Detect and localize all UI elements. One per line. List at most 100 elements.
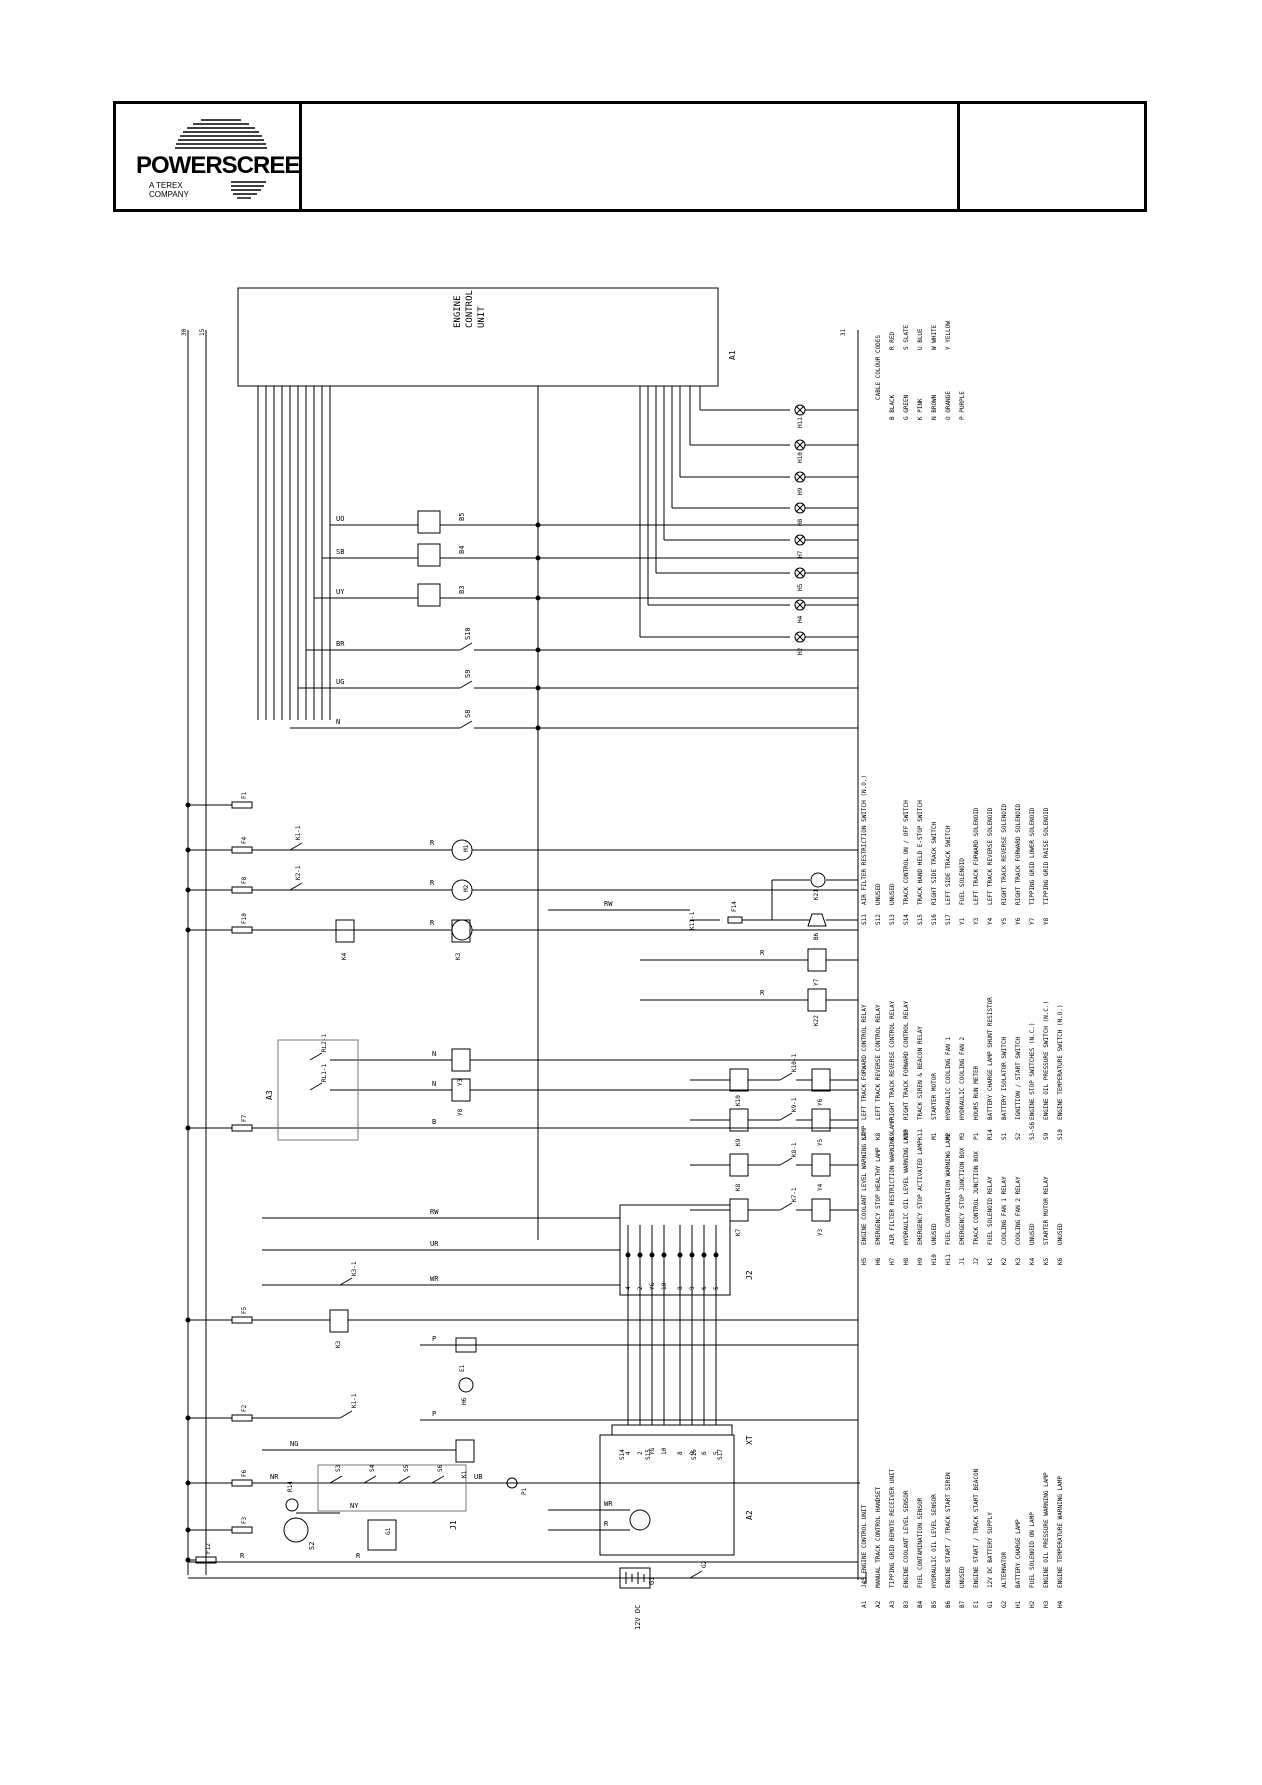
j2-junction-box <box>619 1204 731 1296</box>
legend-ref: S3-S6 <box>1029 1122 1036 1140</box>
legend-description: EMERGENCY STOP HEALTHY LAMP <box>875 1147 882 1245</box>
lamp-cross <box>795 472 805 482</box>
device-label: K21 <box>813 889 820 900</box>
colour-code-entry: B BLACK <box>889 394 896 420</box>
legend-description: RIGHT TRACK FORWARD CONTROL RELAY <box>903 1000 910 1120</box>
lamp-label: H4 <box>797 615 804 623</box>
colour-code-entry: S SLATE <box>903 324 910 350</box>
colour-code-entry: Y YELLOW <box>945 321 952 350</box>
device-label: P1 <box>521 1487 528 1495</box>
fuse-icon <box>231 1124 253 1132</box>
device-label: S2 <box>308 1542 316 1550</box>
legend-description: UNUSED <box>1057 1223 1064 1245</box>
warning-lamp-icon <box>794 502 806 514</box>
battery-icon <box>619 1567 651 1589</box>
relay-contact-label: K9-1 <box>791 1097 798 1112</box>
relay-contact-label: K1-1 <box>295 825 302 840</box>
wire-colour-label: N <box>432 1080 436 1088</box>
legend-ref: K3 <box>1015 1257 1022 1265</box>
legend-description: LEFT TRACK FORWARD SOLENOID <box>973 807 980 905</box>
junction-dot <box>185 1527 191 1533</box>
junction-dot <box>185 1317 191 1323</box>
estop-contact <box>329 1475 343 1484</box>
legend-ref: H2 <box>1029 1600 1036 1608</box>
colour-code-entry: P PURPLE <box>959 391 966 420</box>
junction-dot <box>625 1252 631 1258</box>
legend-ref: K2 <box>1001 1257 1008 1265</box>
legend-description: ENGINE COOLANT LEVEL SENSOR <box>903 1490 910 1588</box>
device-label: K10 <box>735 1095 742 1106</box>
legend-description: FUEL SOLENOID <box>959 858 966 905</box>
legend-ref: K9 <box>889 1132 896 1140</box>
lamp-cross <box>795 568 805 578</box>
a2-handset-box <box>599 1434 735 1556</box>
legend-ref: K5 <box>1043 1257 1050 1265</box>
legend-ref: K7 <box>861 1132 868 1140</box>
junction-dot <box>649 1252 655 1258</box>
solenoid-icon <box>451 1048 471 1072</box>
fuse-icon <box>231 801 253 809</box>
relay-coil-icon <box>455 1439 475 1463</box>
fuse-icon <box>231 1526 253 1534</box>
wire-colour-label: P <box>432 1335 436 1343</box>
colour-code-entry: O ORANGE <box>945 391 952 420</box>
fuse-label: F4 <box>241 836 248 844</box>
motor-icon <box>451 879 473 901</box>
colour-code-title: CABLE COLOUR CODES <box>875 335 882 400</box>
logo-wordmark: POWERSCREEN <box>136 152 302 179</box>
relay-contact-label: K10-1 <box>791 1054 798 1072</box>
device-label: H6 <box>461 1397 468 1405</box>
legend-ref: H8 <box>903 1257 910 1265</box>
wire-colour-label: RW <box>430 1208 439 1216</box>
relay-contact <box>309 1052 323 1061</box>
fuse-icon <box>231 846 253 854</box>
fuse-label: F3 <box>241 1516 248 1524</box>
colour-code-entry: W WHITE <box>931 324 938 350</box>
legend-description: ENGINE OIL PRESSURE WARNING LAMP <box>1043 1472 1050 1588</box>
terminal-label: 10 <box>661 1447 668 1455</box>
device-label: K3 <box>335 1340 342 1348</box>
wire-colour-label: UY <box>336 588 345 596</box>
legend-ref: Y1 <box>959 917 966 925</box>
legend-description: HOURS RUN METER <box>973 1065 980 1120</box>
relay-contact-label: K2-1 <box>295 865 302 880</box>
legend-description: EMERGENCY STOP ACTIVATED LAMP <box>917 1140 924 1245</box>
fuse-icon <box>195 1556 217 1564</box>
legend-ref: B4 <box>917 1600 924 1608</box>
device-label: E1 <box>459 1364 466 1372</box>
fuse-label: F5 <box>241 1306 248 1314</box>
legend-ref: B6 <box>945 1600 952 1608</box>
legend-description: RIGHT TRACK REVERSE SOLENOID <box>1001 803 1008 905</box>
legend-ref: P1 <box>973 1132 980 1140</box>
sensor-relay-box <box>417 543 441 567</box>
box-label: A3 <box>265 1090 274 1100</box>
legend-description: ENGINE START / TRACK START BEACON <box>973 1468 980 1588</box>
terminal-label: 5 <box>713 1451 720 1455</box>
legend-ref: G2 <box>1001 1600 1008 1608</box>
terminal-label: 4 <box>625 1451 632 1455</box>
box-label: J2 <box>745 1270 754 1280</box>
junction-dot <box>185 1557 191 1563</box>
legend-description: UNUSED <box>931 1223 938 1245</box>
lamp-label: H5 <box>797 583 804 591</box>
title-block: POWERSCREEN A TEREX COMPANY <box>113 101 1147 212</box>
lamp-cross <box>795 503 805 513</box>
j1-junction-box <box>317 1464 467 1512</box>
terminal-label: 2 <box>637 1286 644 1290</box>
alternator-icon <box>367 1519 397 1551</box>
lamp-cross <box>795 440 805 450</box>
motor-icon <box>451 839 473 861</box>
legend-ref: K8 <box>875 1132 882 1140</box>
legend-description: BATTERY CHARGE LAMP <box>1015 1519 1022 1588</box>
relay-coil-icon <box>807 988 827 1012</box>
legend-description: ENGINE START / TRACK START SIREN <box>945 1472 952 1588</box>
legend-ref: Y7 <box>1029 917 1036 925</box>
legend-ref: J2 <box>973 1257 980 1265</box>
switch-label: S9 <box>464 670 472 678</box>
legend-description: COOLING FAN 2 RELAY <box>1015 1176 1022 1245</box>
device-label: Y4 <box>817 1183 824 1191</box>
legend-description: LEFT TRACK REVERSE SOLENOID <box>987 807 994 905</box>
legend-ref: Y5 <box>1001 917 1008 925</box>
device-label: Y3 <box>817 1228 824 1236</box>
wire-colour-label: WR <box>604 1500 613 1508</box>
